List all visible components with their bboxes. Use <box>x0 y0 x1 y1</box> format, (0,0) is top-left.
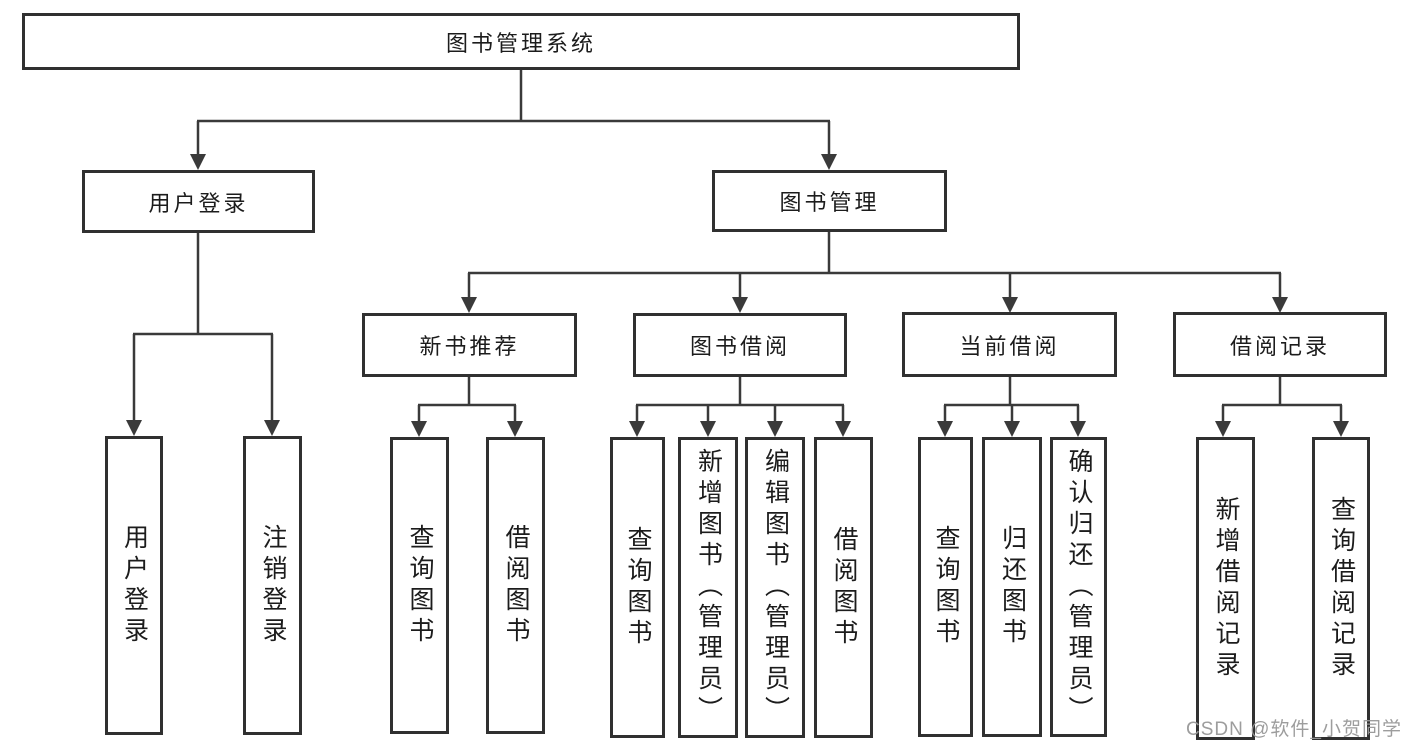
node-library-system-label: 图书管理系统 <box>445 30 596 56</box>
leaf-current-query-book-label: 查询图书 <box>932 525 960 649</box>
leaf-record-query-borrow-record-label: 查询借阅记录 <box>1327 495 1356 682</box>
node-borrow-record: 借阅记录 <box>1173 312 1387 377</box>
leaf-borrow-edit-book-admin: 编辑图书（管理员） <box>745 437 805 738</box>
leaf-borrow-add-book-admin: 新增图书（管理员） <box>678 437 738 738</box>
node-new-book-recommend-label: 新书推荐 <box>419 334 520 359</box>
leaf-borrow-borrow-book: 借阅图书 <box>814 437 873 738</box>
leaf-recommend-query-book-label: 查询图书 <box>406 523 434 648</box>
leaf-borrow-edit-book-admin-label: 编辑图书（管理员） <box>761 448 790 727</box>
leaf-borrow-add-book-admin-label: 新增图书（管理员） <box>694 448 723 727</box>
leaf-user-login-label: 用户登录 <box>120 523 149 648</box>
leaf-borrow-query-book: 查询图书 <box>610 437 665 738</box>
leaf-logout-label: 注销登录 <box>259 523 287 648</box>
leaf-borrow-borrow-book-label: 借阅图书 <box>830 525 858 650</box>
node-new-book-recommend: 新书推荐 <box>362 313 577 377</box>
leaf-current-return-book-label: 归还图书 <box>998 525 1027 649</box>
leaf-logout: 注销登录 <box>243 436 302 735</box>
leaf-record-add-borrow-record: 新增借阅记录 <box>1196 437 1255 740</box>
node-current-borrow-label: 当前借阅 <box>959 333 1060 359</box>
leaf-current-confirm-return-admin-label: 确认归还（管理员） <box>1065 447 1093 727</box>
node-book-management: 图书管理 <box>712 170 947 232</box>
node-user-login-label: 用户登录 <box>148 190 249 216</box>
node-current-borrow: 当前借阅 <box>902 312 1117 377</box>
leaf-record-add-borrow-record-label: 新增借阅记录 <box>1212 495 1240 682</box>
leaf-recommend-borrow-book-label: 借阅图书 <box>502 523 530 648</box>
node-book-management-label: 图书管理 <box>779 190 880 215</box>
node-library-system: 图书管理系统 <box>22 13 1020 70</box>
leaf-current-return-book: 归还图书 <box>982 437 1042 737</box>
node-borrow-record-label: 借阅记录 <box>1229 333 1330 359</box>
leaf-recommend-borrow-book: 借阅图书 <box>486 437 545 734</box>
leaf-recommend-query-book: 查询图书 <box>390 437 449 734</box>
leaf-borrow-query-book-label: 查询图书 <box>624 525 652 650</box>
leaf-user-login: 用户登录 <box>105 436 163 735</box>
node-book-borrow: 图书借阅 <box>633 313 847 377</box>
csdn-watermark: CSDN @软件_小贺同学 <box>1186 719 1402 740</box>
leaf-current-query-book: 查询图书 <box>918 437 973 737</box>
node-user-login: 用户登录 <box>82 170 315 233</box>
node-book-borrow-label: 图书借阅 <box>689 334 790 359</box>
leaf-record-query-borrow-record: 查询借阅记录 <box>1312 437 1370 740</box>
leaf-current-confirm-return-admin: 确认归还（管理员） <box>1050 437 1107 737</box>
